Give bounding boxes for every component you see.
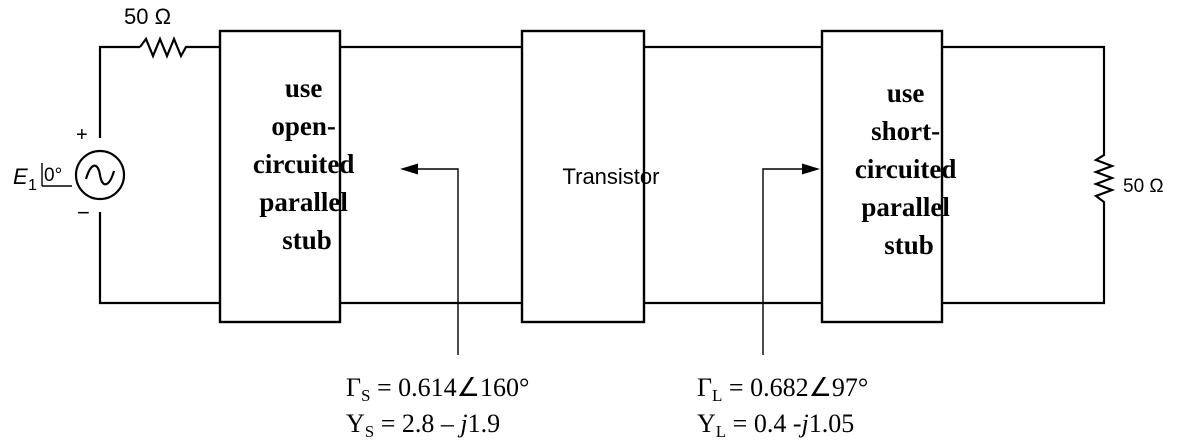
- output-matching-text: use short- circuited parallel stub: [855, 78, 963, 260]
- source-admittance-equation: YS = 2.8 – j1.9: [346, 409, 500, 441]
- load-resistor-label: 50 Ω: [1123, 176, 1164, 197]
- load-pointer-arrowhead: [802, 163, 820, 175]
- source-gamma-subscript: S: [361, 386, 370, 405]
- source-admittance-j: j: [457, 409, 467, 438]
- source-minus-sign: −: [77, 200, 90, 225]
- load-admittance-symbol: Y: [697, 409, 716, 438]
- load-admittance-imag: 1.05: [809, 409, 855, 438]
- source-admittance-real: = 2.8 –: [374, 409, 460, 438]
- ac-source-icon: [74, 149, 126, 201]
- input-matching-line-5: stub: [282, 225, 332, 255]
- source-voltage-subscript: 1: [28, 177, 37, 194]
- transistor-label: Transistor: [563, 164, 660, 189]
- load-reflection-pointer: [762, 163, 820, 355]
- source-gamma-value: = 0.614∠160°: [371, 373, 530, 402]
- source-gamma-symbol: Γ: [346, 373, 361, 402]
- transistor-box: [520, 29, 646, 324]
- input-matching-text: use open- circuited parallel stub: [253, 73, 361, 255]
- load-gamma-subscript: L: [712, 386, 722, 405]
- source-voltage-letter: E: [13, 164, 28, 189]
- load-admittance-equation: YL = 0.4 -j1.05: [697, 409, 854, 441]
- source-admittance-symbol: Y: [346, 409, 365, 438]
- output-matching-line-5: stub: [884, 230, 934, 260]
- output-matching-line-3: circuited: [855, 154, 956, 184]
- source-wiring: [98, 45, 220, 305]
- load-admittance-subscript: L: [716, 422, 726, 441]
- input-matching-line-3: circuited: [253, 149, 354, 179]
- source-gamma-equation: ΓS = 0.614∠160°: [346, 373, 529, 405]
- source-resistor-label: 50 Ω: [124, 4, 171, 29]
- input-matching-line-2: open-: [271, 111, 336, 141]
- source-resistor-icon: [139, 36, 192, 59]
- source-voltage-phase: 0°: [44, 165, 62, 186]
- load-resistor-icon: [1092, 150, 1116, 208]
- output-matching-line-1: use: [887, 78, 925, 108]
- output-matching-line-2: short-: [871, 116, 940, 146]
- load-admittance-j: j: [799, 409, 809, 438]
- load-gamma-value: = 0.682∠97°: [722, 373, 868, 402]
- load-gamma-symbol: Γ: [697, 373, 712, 402]
- input-to-transistor-wires: [340, 45, 522, 305]
- input-matching-box: [218, 29, 342, 324]
- source-admittance-subscript: S: [365, 422, 374, 441]
- load-gamma-equation: ΓL = 0.682∠97°: [697, 373, 868, 405]
- output-matching-box: [820, 29, 944, 324]
- input-matching-line-4: parallel: [259, 187, 348, 217]
- source-admittance-imag: 1.9: [468, 409, 501, 438]
- output-matching-line-4: parallel: [861, 192, 950, 222]
- load-wiring: [942, 45, 1106, 305]
- source-pointer-arrowhead: [400, 163, 418, 175]
- source-plus-sign: +: [76, 124, 88, 146]
- source-reflection-pointer: [400, 163, 459, 355]
- transistor-to-output-wires: [644, 45, 822, 305]
- input-matching-line-1: use: [285, 73, 323, 103]
- load-admittance-real: = 0.4 -: [726, 409, 801, 438]
